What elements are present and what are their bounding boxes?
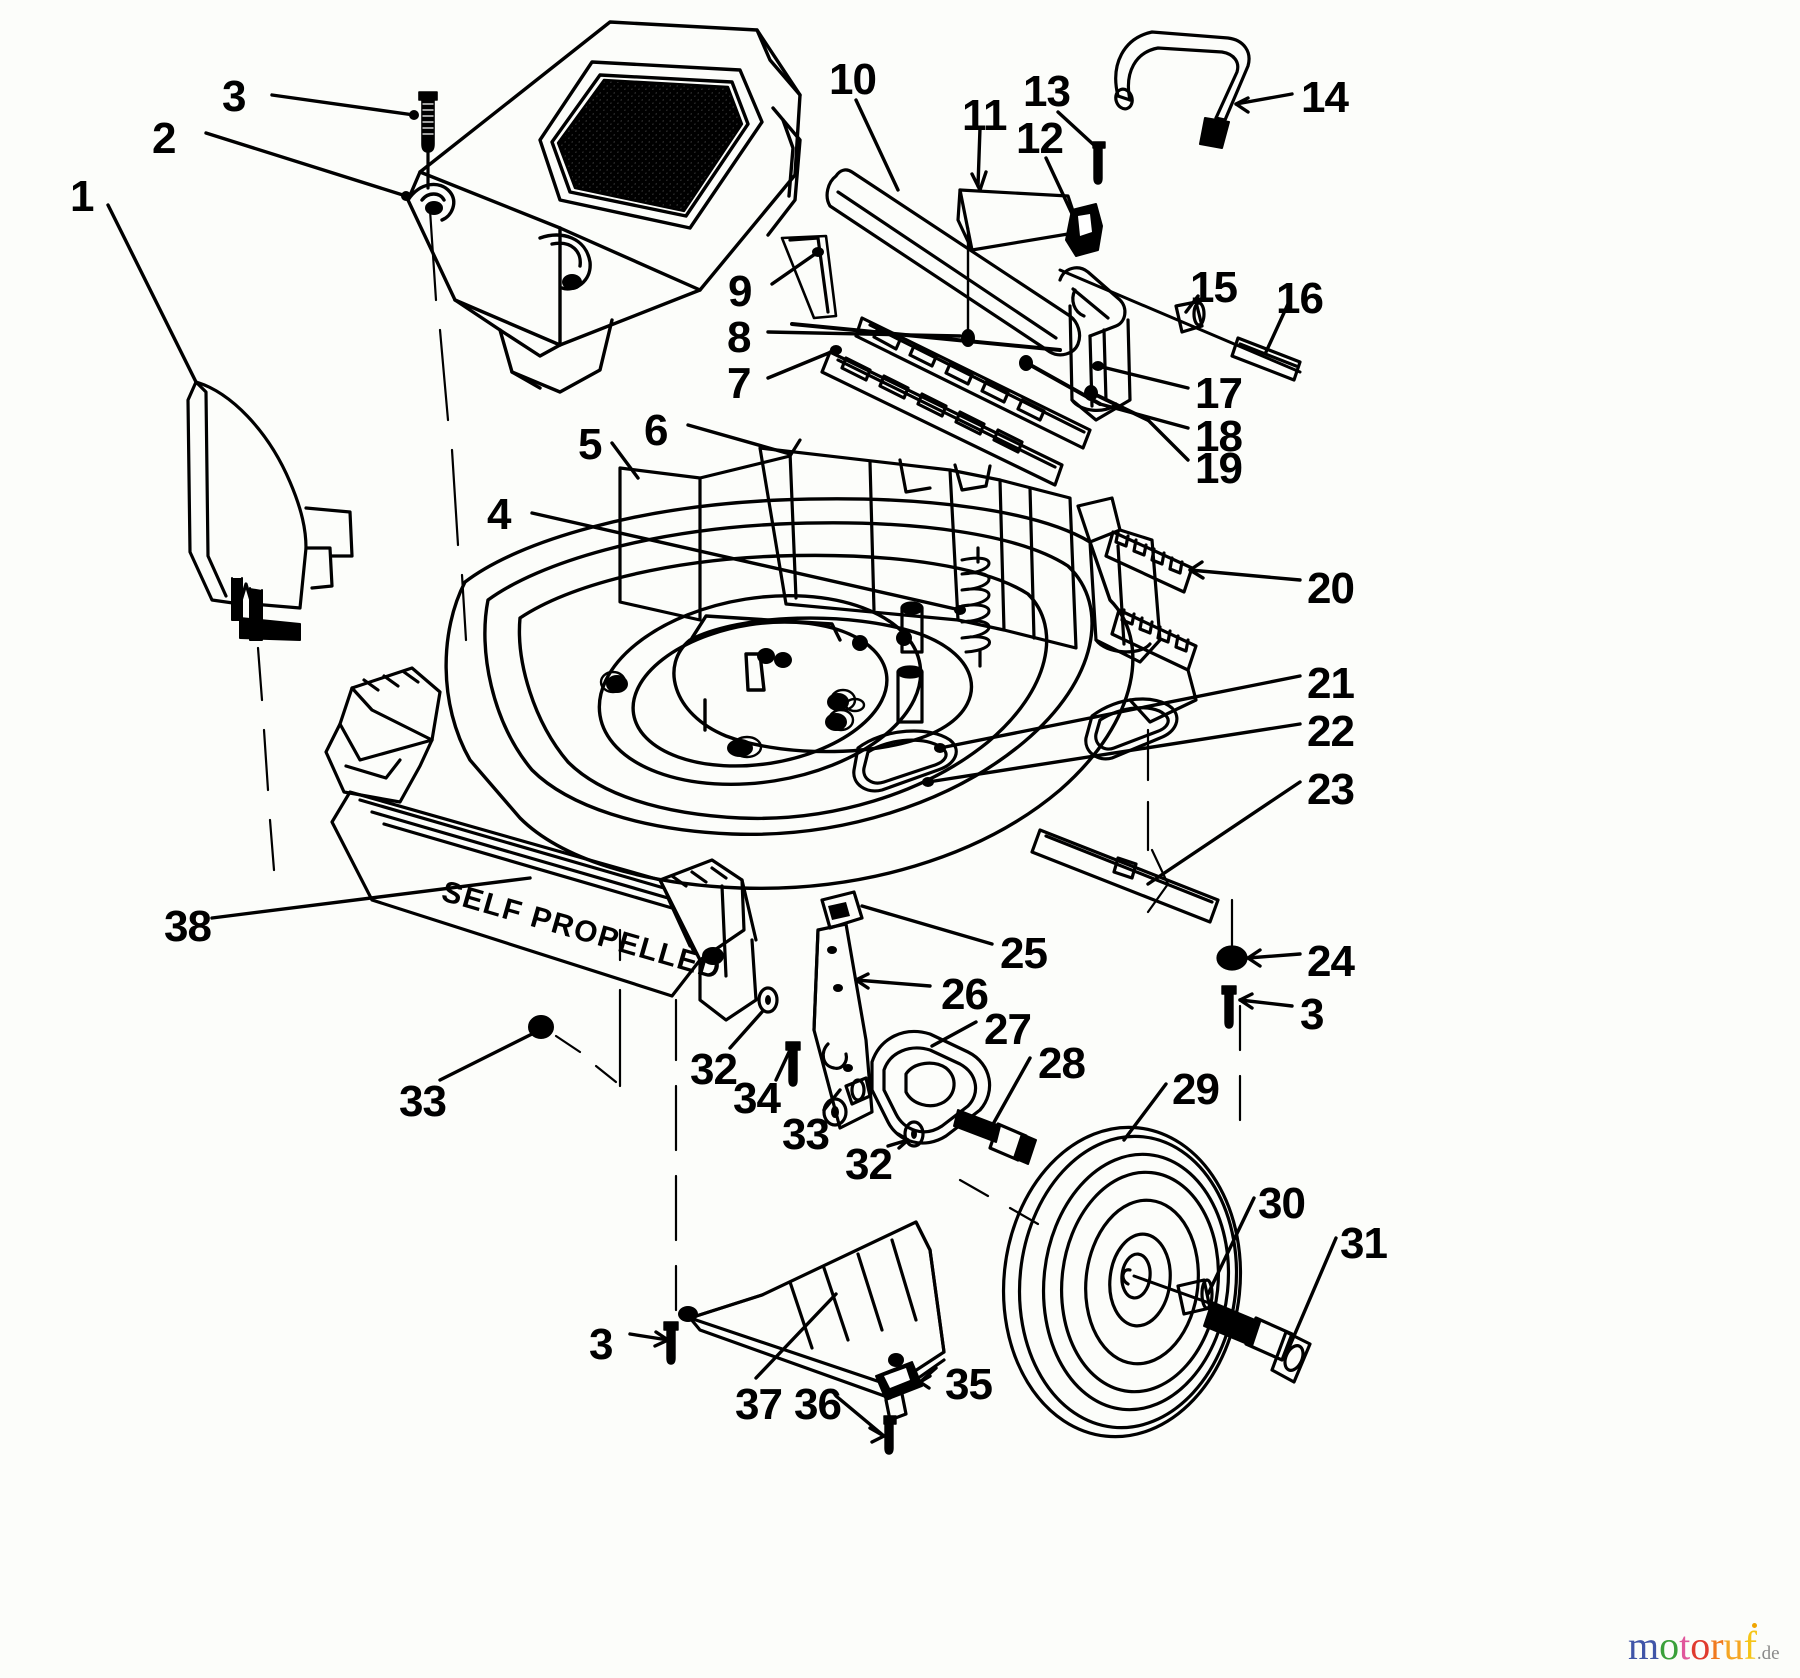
front-corner-bracket xyxy=(658,858,758,1022)
deck-posts xyxy=(896,601,924,724)
washer-part-32-b xyxy=(903,1120,925,1148)
bolt-part-3-bottom xyxy=(663,1321,679,1365)
callout-number-4: 4 xyxy=(487,490,512,539)
callout-number-36: 36 xyxy=(794,1380,842,1429)
watermark-tld: .de xyxy=(1756,1643,1780,1664)
slotted-rail xyxy=(854,316,1092,450)
motoruf-watermark: motoruf.de xyxy=(1628,1623,1780,1668)
callout-number-26: 26 xyxy=(941,970,989,1019)
callout-number-12: 12 xyxy=(1016,114,1064,163)
watermark-dot-accent xyxy=(1752,1623,1757,1628)
spacer-part-15 xyxy=(1174,300,1206,334)
callout-number-22: 22 xyxy=(1307,707,1355,756)
callout-number-24: 24 xyxy=(1307,937,1355,986)
callout-number-25: 25 xyxy=(1000,929,1048,978)
callout-number-3: 3 xyxy=(222,72,247,121)
axle-bolt-part-31 xyxy=(1203,1301,1312,1384)
callout-number-28: 28 xyxy=(1038,1039,1086,1088)
deck-grip-slot-21 xyxy=(852,729,958,793)
grass-bag-door-part xyxy=(406,20,802,394)
callout-number-3: 3 xyxy=(589,1320,614,1369)
bracket-part-35 xyxy=(875,1361,923,1422)
wheel-part-29 xyxy=(1001,1125,1243,1439)
callout-number-3: 3 xyxy=(1300,990,1325,1039)
upper-handle-part-14 xyxy=(1114,30,1251,149)
callout-number-11: 11 xyxy=(962,91,1008,140)
callout-number-20: 20 xyxy=(1307,564,1355,613)
block-part-25 xyxy=(820,890,864,930)
bolt-part-36 xyxy=(883,1415,897,1455)
deck-handle-bracket-left xyxy=(324,666,442,804)
rod-part-9 xyxy=(780,234,838,320)
watermark-letter-5: u xyxy=(1723,1623,1744,1668)
callout-number-31: 31 xyxy=(1340,1219,1388,1268)
pin-part-16 xyxy=(1230,336,1302,382)
side-shield-part-1 xyxy=(186,380,354,641)
screw-part-3-top xyxy=(418,91,438,153)
flap-part-11 xyxy=(956,188,1082,252)
watermark-letter-6: f xyxy=(1743,1623,1757,1668)
callout-number-19: 19 xyxy=(1195,444,1243,493)
callout-number-18: 18 xyxy=(1195,412,1243,461)
watermark-letter-4: r xyxy=(1710,1623,1724,1668)
callout-number-16: 16 xyxy=(1276,274,1324,323)
callout-number-23: 23 xyxy=(1307,765,1355,814)
washer-part-32-a xyxy=(757,986,779,1014)
rod-part-8 xyxy=(790,226,1062,352)
callout-number-7: 7 xyxy=(727,359,752,408)
bolt-part-13 xyxy=(1092,141,1106,185)
callout-number-21: 21 xyxy=(1307,659,1355,708)
callout-number-1: 1 xyxy=(70,172,95,221)
callout-number-32: 32 xyxy=(690,1045,738,1094)
watermark-letter-1: o xyxy=(1659,1623,1680,1668)
deck-rear-wall xyxy=(618,438,1078,650)
callout-number-14: 14 xyxy=(1301,73,1349,122)
handle-bar-part-10 xyxy=(825,168,1082,357)
callout-number-35: 35 xyxy=(945,1360,993,1409)
bolt-part-34 xyxy=(785,1041,801,1087)
callout-number-13: 13 xyxy=(1023,67,1071,116)
clip-part-20b xyxy=(1110,608,1198,724)
callout-number-6: 6 xyxy=(644,406,669,455)
mower-deck-housing xyxy=(444,497,1135,891)
clip-part-20 xyxy=(1104,530,1194,594)
callout-number-37: 37 xyxy=(735,1380,783,1429)
watermark-letter-2: t xyxy=(1679,1623,1691,1668)
watermark-letter-0: m xyxy=(1628,1623,1660,1668)
callout-number-34: 34 xyxy=(733,1074,781,1123)
callout-number-9: 9 xyxy=(728,267,753,316)
watermark-letter-3: o xyxy=(1690,1623,1711,1668)
callout-number-30: 30 xyxy=(1258,1179,1306,1228)
callout-number-33: 33 xyxy=(782,1110,830,1159)
slotted-brace-part-7 xyxy=(820,350,1064,487)
callout-number-27: 27 xyxy=(984,1005,1032,1054)
bolt-part-3-right xyxy=(1221,985,1237,1029)
height-plate-part-26 xyxy=(812,922,874,1130)
callout-number-33: 33 xyxy=(399,1077,447,1126)
rear-bar-part-23 xyxy=(1030,828,1220,924)
callout-number-8: 8 xyxy=(727,313,752,362)
bolt-part-28 xyxy=(953,1109,1037,1165)
callout-number-10: 10 xyxy=(829,55,877,104)
callout-number-2: 2 xyxy=(152,114,177,163)
callout-number-17: 17 xyxy=(1195,369,1243,418)
leader-lines xyxy=(106,92,1338,1444)
callout-number-32: 32 xyxy=(845,1140,893,1189)
callout-number-5: 5 xyxy=(578,420,603,469)
knob-part-24 xyxy=(1216,945,1248,971)
nut-part-33-mid xyxy=(822,1097,848,1127)
callout-number-15: 15 xyxy=(1190,263,1238,312)
callout-number-38: 38 xyxy=(164,902,212,951)
callout-number-29: 29 xyxy=(1172,1065,1220,1114)
